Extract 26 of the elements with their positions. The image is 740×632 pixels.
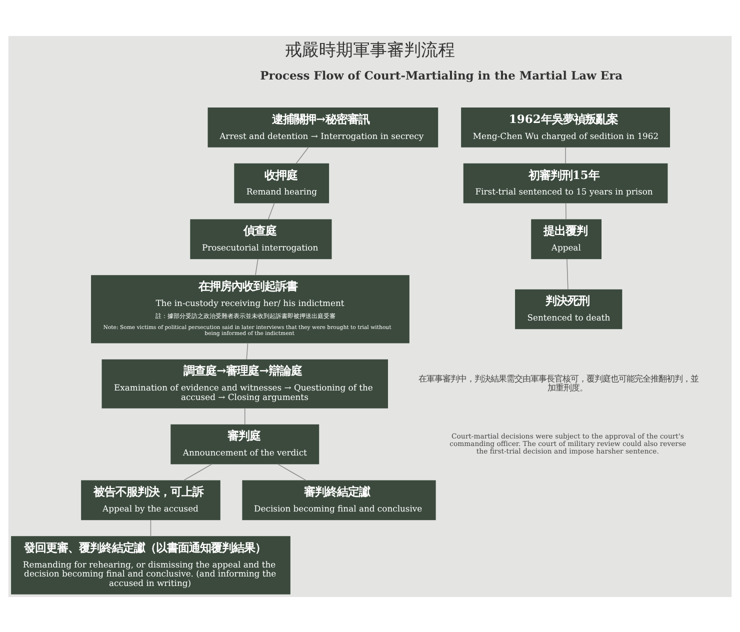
- node-box: 判決死刑 Sentenced to death: [515, 288, 622, 329]
- node-box: 提出覆判 Appeal: [531, 218, 602, 259]
- connector: [566, 258, 568, 290]
- connector: [565, 146, 566, 164]
- connector: [150, 519, 152, 536]
- connector: [244, 407, 246, 424]
- node-box: 審判庭 Announcement of the verdict: [170, 424, 320, 464]
- node-box: 收押庭 Remand hearing: [234, 162, 330, 203]
- node-box: 初審判刑15年 First-trial sentenced to 15 years in prison: [463, 162, 668, 203]
- connector: [296, 146, 309, 164]
- node-box: 調查庭→審理庭→辯論庭 Examination of evidence and witnesses → Questioning of the accused → Closing arguments: [102, 358, 388, 408]
- connector: [255, 258, 258, 276]
- connector: [268, 202, 275, 220]
- connector: [277, 463, 307, 480]
- node-box: 發回更審、覆判終結定讞（以書面通知覆判結果） Remanding for rehearing, or dismissing the appeal and the decision becoming final and conclusive. (and informing the accused in writing): [11, 536, 290, 594]
- node-box: 審判終結定讞 Decision becoming final and conclusive: [242, 480, 436, 520]
- connector: [182, 463, 213, 480]
- label: 在軍事審判中，判決結果需交由軍事長官核可，覆判庭也可能完全推翻初判，並加重刑度。: [418, 372, 699, 392]
- connector: [565, 202, 566, 220]
- connector: [246, 342, 248, 360]
- node-box: 偵查庭 Prosecutorial interrogation: [190, 218, 332, 259]
- diagram-title: 戒嚴時期軍事審判流程: [285, 39, 455, 60]
- label: Process Flow of Court-Martialing in the Martial Law Era: [260, 68, 623, 82]
- node-box: 逮捕關押→秘密審訊 Arrest and detention → Interrogation in secrecy: [208, 107, 438, 147]
- node-box: 1962年吳夢禎叛亂案 Meng-Chen Wu charged of sedition in 1962: [461, 107, 670, 147]
- node-box: 被告不服判決，可上訴 Appeal by the accused: [81, 480, 220, 520]
